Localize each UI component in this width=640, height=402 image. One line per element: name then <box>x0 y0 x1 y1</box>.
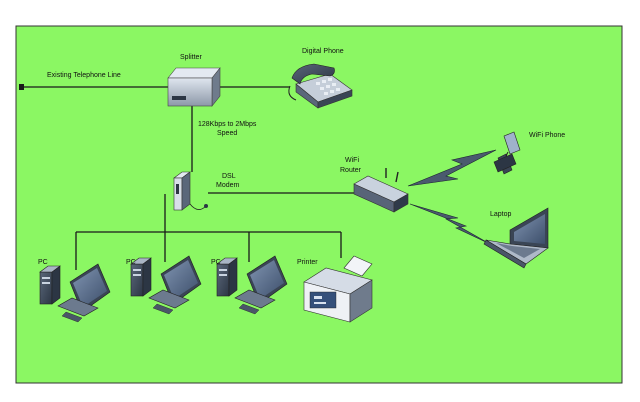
connection-lines <box>22 86 354 270</box>
laptop-label: Laptop <box>490 211 512 218</box>
wifi-router-icon <box>353 168 409 213</box>
printer-icon <box>303 255 373 323</box>
mobile-phone-icon <box>493 131 521 175</box>
pc-label-1: PC <box>38 259 48 266</box>
digital-phone-label: Digital Phone <box>302 48 344 55</box>
router-label-line2: Router <box>340 167 362 174</box>
line-terminal <box>19 84 24 90</box>
splitter-label: Splitter <box>180 54 202 61</box>
dsl-modem-label-line2: Modem <box>216 182 240 189</box>
desktop-pc-icon <box>130 255 202 315</box>
dsl-modem-icon <box>173 171 208 211</box>
speed-label-line1: 128Kbps to 2Mbps <box>198 121 257 128</box>
printer-label: Printer <box>297 259 318 266</box>
pc-label-3: PC <box>211 259 221 266</box>
splitter-icon <box>167 67 221 107</box>
router-label-line1: WiFi <box>345 157 359 164</box>
existing-line-label: Existing Telephone Line <box>47 72 121 79</box>
laptop-icon <box>483 207 549 269</box>
speed-label-line2: Speed <box>217 130 237 137</box>
desktop-pc-icon <box>216 255 288 315</box>
dsl-modem-label-line1: DSL <box>222 173 236 180</box>
wifi-phone-label: WiFi Phone <box>529 132 565 139</box>
desk-phone-icon <box>288 63 353 109</box>
pc-label-2: PC <box>126 259 136 266</box>
desktop-pc-icon <box>39 263 111 323</box>
